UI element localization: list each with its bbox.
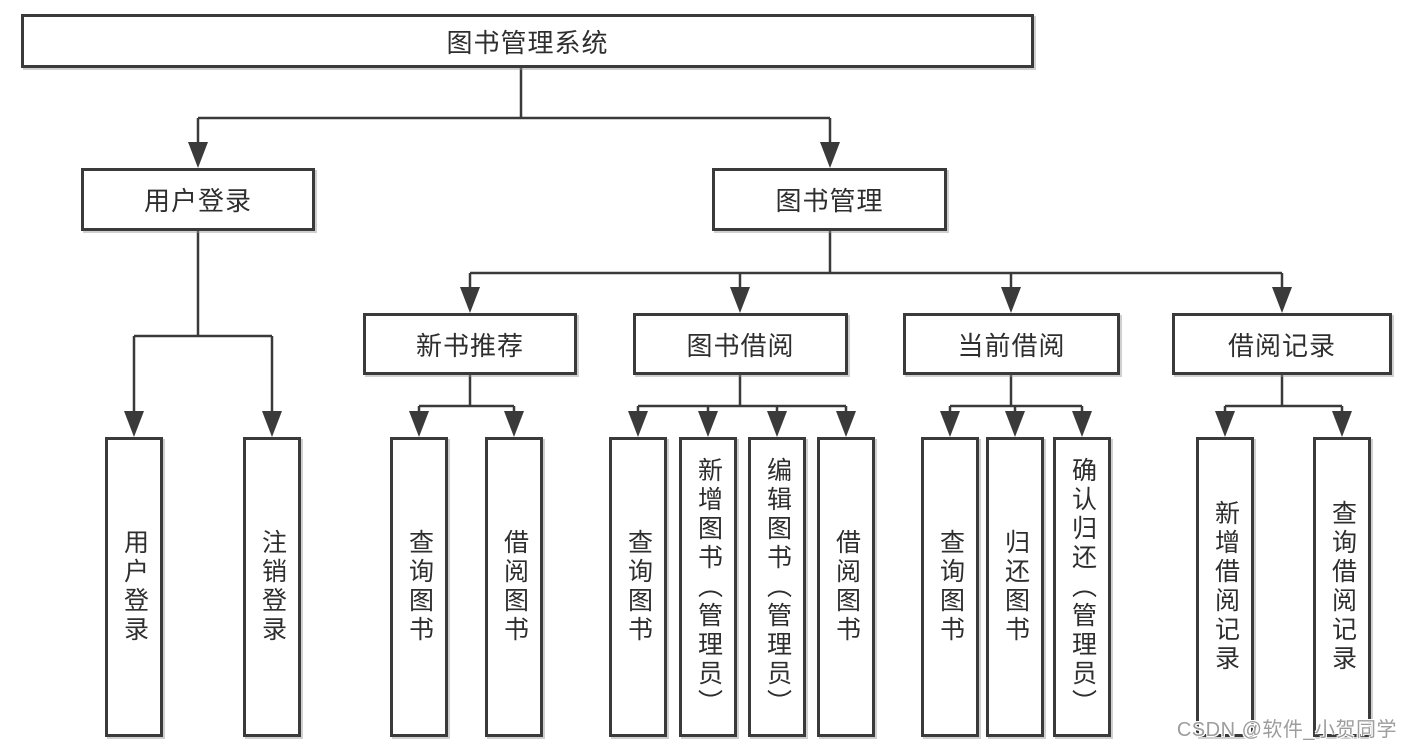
csdn-watermark: CSDN @软件_小贺同学 [1176, 719, 1397, 741]
leaf-label: 查询图书 [624, 529, 653, 645]
leaf-label: 借阅图书 [500, 529, 529, 645]
leaf-query-books-recommend: 查询图书 [390, 437, 448, 737]
leaf-label: 查询图书 [405, 529, 434, 645]
leaf-borrow-books-recommend: 借阅图书 [485, 437, 543, 737]
leaf-borrow-books: 借阅图书 [817, 437, 875, 737]
node-user-login: 用户登录 [81, 168, 315, 231]
leaf-label: 新增借阅记录 [1211, 500, 1240, 674]
node-library-system-root: 图书管理系统 [21, 14, 1034, 68]
leaf-label: 借阅图书 [832, 529, 861, 645]
node-label: 新书推荐 [415, 330, 524, 361]
leaf-confirm-return-admin: 确认归还（管理员） [1053, 437, 1111, 737]
node-label: 当前借阅 [957, 330, 1066, 361]
leaf-label: 注销登录 [258, 529, 287, 645]
leaf-label: 归还图书 [1001, 529, 1030, 645]
node-label: 图书管理 [775, 186, 884, 216]
leaf-add-books-admin: 新增图书（管理员） [679, 437, 737, 737]
node-label: 图书借阅 [686, 330, 795, 361]
leaf-add-borrow-record: 新增借阅记录 [1196, 437, 1254, 737]
leaf-label: 新增图书（管理员） [694, 456, 723, 718]
leaf-query-borrow-record: 查询借阅记录 [1313, 437, 1371, 737]
leaf-label: 确认归还（管理员） [1068, 456, 1097, 718]
node-current-borrowing: 当前借阅 [903, 313, 1120, 375]
node-borrowing-records: 借阅记录 [1172, 313, 1392, 375]
leaf-return-books: 归还图书 [986, 437, 1044, 737]
leaf-user-login: 用户登录 [105, 437, 163, 737]
node-book-management: 图书管理 [712, 168, 947, 231]
leaf-logout: 注销登录 [243, 437, 301, 737]
leaf-label: 查询图书 [936, 529, 965, 645]
leaf-edit-books-admin: 编辑图书（管理员） [748, 437, 806, 737]
node-book-borrowing: 图书借阅 [633, 313, 848, 375]
leaf-label: 查询借阅记录 [1328, 500, 1357, 674]
node-label: 图书管理系统 [446, 27, 609, 58]
node-label: 用户登录 [143, 186, 252, 216]
node-label: 借阅记录 [1227, 330, 1336, 361]
leaf-label: 用户登录 [120, 529, 149, 645]
leaf-label: 编辑图书（管理员） [763, 456, 792, 718]
leaf-query-books-current: 查询图书 [921, 437, 979, 737]
leaf-query-books-borrow: 查询图书 [609, 437, 667, 737]
node-new-book-recommend: 新书推荐 [363, 313, 577, 375]
